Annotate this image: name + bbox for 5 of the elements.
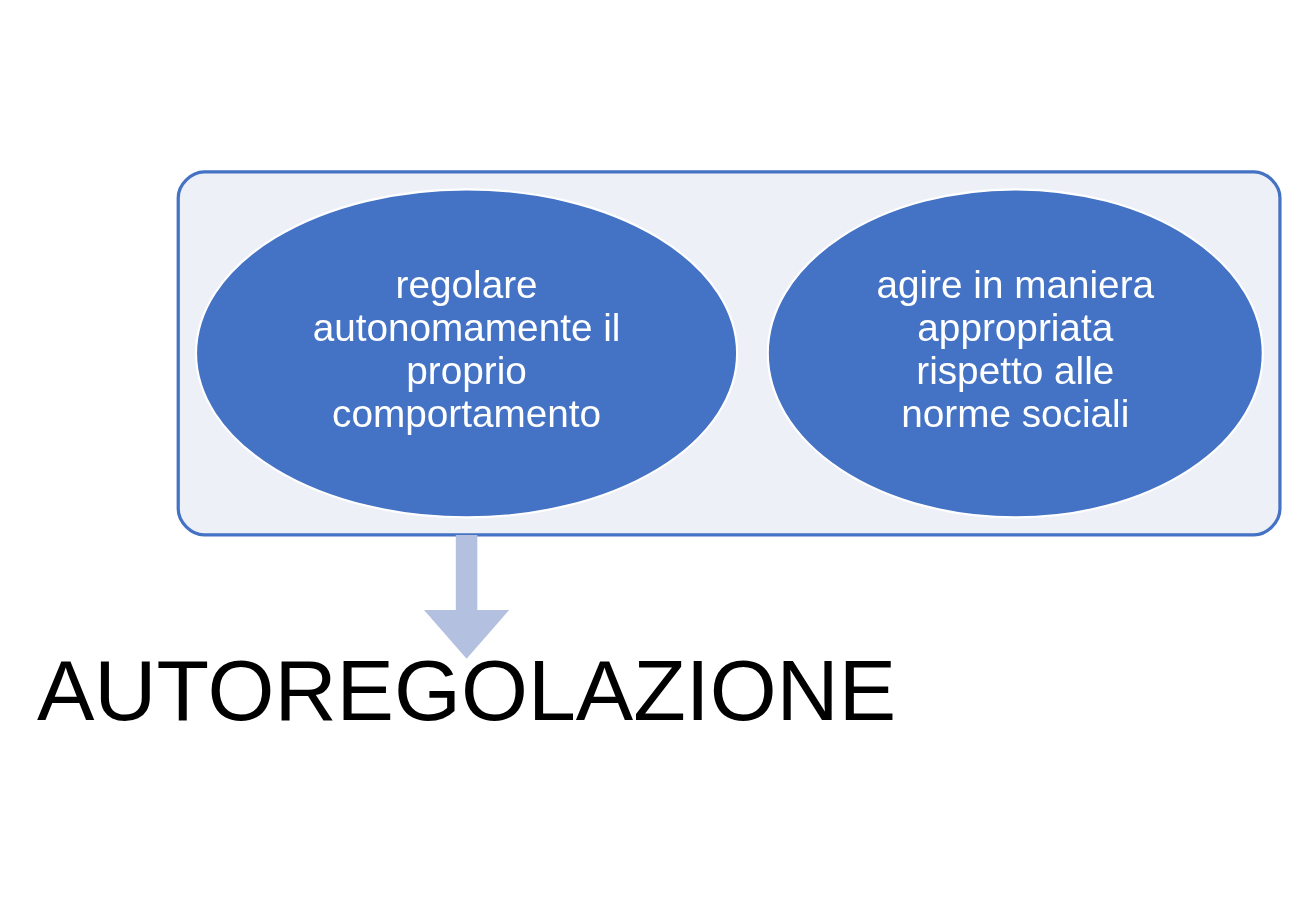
node-ellipse: agire in maniera appropriata rispetto alle norme sociali	[766, 187, 1264, 518]
node-text: AUTOREGOLAZIONE	[36, 641, 897, 738]
cluster	[176, 169, 1282, 537]
node-ellipse: regolare autonomamente il proprio comportamento	[194, 187, 739, 518]
arrow	[424, 534, 510, 659]
